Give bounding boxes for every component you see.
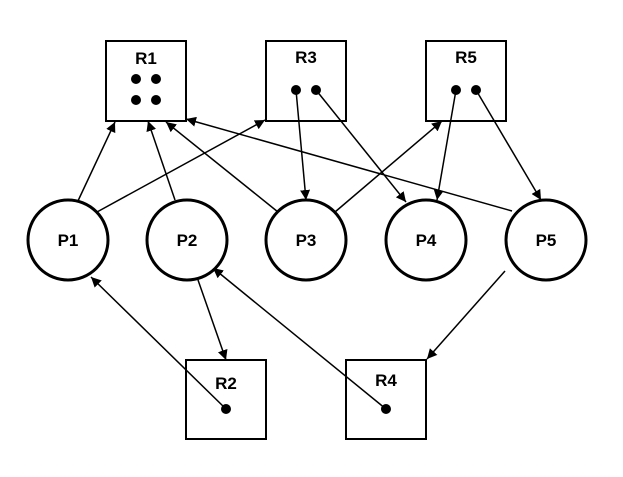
edge-R3-to-P4: [315, 89, 407, 203]
resource-R4: R4: [345, 359, 427, 440]
process-P1: P1: [26, 198, 110, 282]
edge-P5-to-R1: [185, 116, 513, 212]
edge-P3-to-R1: [165, 121, 279, 213]
edge-P2-to-R2: [197, 279, 228, 361]
edge-R3-to-P3: [295, 89, 311, 201]
process-P2: P2: [145, 198, 229, 282]
resource-label-R5: R5: [455, 48, 477, 67]
process-P3: P3: [264, 198, 348, 282]
resource-label-R2: R2: [215, 374, 237, 393]
resource-R1: R1: [105, 40, 187, 122]
process-label-P5: P5: [536, 231, 557, 250]
instance-dot-R1-3: [131, 95, 141, 105]
instance-dot-R1-4: [151, 95, 161, 105]
process-label-P3: P3: [296, 231, 317, 250]
instance-dot-R1-2: [151, 74, 161, 84]
process-label-P2: P2: [177, 231, 198, 250]
edges: [76, 89, 542, 410]
resource-R2: R2: [185, 359, 267, 440]
edge-P3-to-R5: [334, 120, 443, 213]
resource-label-R4: R4: [375, 371, 397, 390]
process-P5: P5: [504, 198, 588, 282]
resource-R3: R3: [265, 40, 347, 122]
resource-R5: R5: [425, 40, 507, 122]
edge-P1-to-R3: [96, 119, 266, 213]
process-label-P4: P4: [416, 231, 437, 250]
edge-R2-to-P1: [90, 276, 227, 410]
process-P4: P4: [384, 198, 468, 282]
instance-dot-R1-1: [131, 74, 141, 84]
edge-P1-to-R1: [76, 121, 116, 204]
edge-R5-to-P5: [475, 89, 542, 201]
edge-P2-to-R1: [146, 120, 176, 201]
edge-R4-to-P2: [212, 267, 387, 410]
process-label-P1: P1: [58, 231, 79, 250]
edge-R5-to-P4: [433, 89, 457, 201]
resource-label-R3: R3: [295, 48, 317, 67]
resource-label-R1: R1: [135, 49, 157, 68]
edge-P5-to-R4: [426, 270, 506, 360]
